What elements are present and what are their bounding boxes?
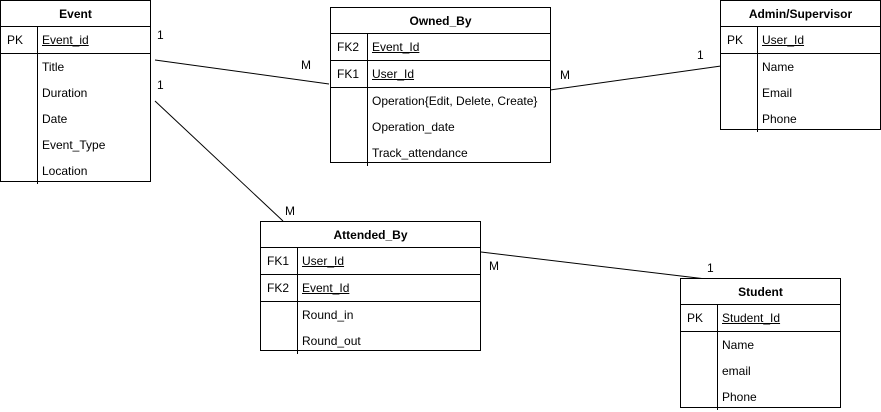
cardinality-label: 1 bbox=[157, 78, 164, 92]
key-field: User_Id bbox=[302, 254, 345, 268]
attribute-row: Round_in bbox=[302, 308, 354, 322]
cardinality-label: M bbox=[301, 58, 311, 72]
key-field: Student_Id bbox=[722, 311, 781, 325]
key-type: PK bbox=[687, 311, 704, 325]
entity-title: Attended_By bbox=[261, 222, 480, 248]
attribute-row: Title bbox=[42, 60, 65, 74]
entity-admin-supervisor[interactable]: Admin/Supervisor PK User_Id Name Email P… bbox=[720, 0, 881, 132]
key-section: PK User_Id bbox=[721, 27, 880, 54]
key-section: PK Student_Id bbox=[681, 305, 840, 332]
entity-owned-by[interactable]: Owned_By FK2 Event_Id FK1 User_Id Operat… bbox=[330, 7, 551, 166]
key-row: PK Student_Id bbox=[681, 305, 840, 331]
attribute-row: Name bbox=[762, 60, 795, 74]
key-row: PK Event_id bbox=[1, 27, 150, 53]
attribute-row: Phone bbox=[722, 390, 757, 404]
entity-title: Admin/Supervisor bbox=[721, 1, 880, 27]
key-field: Event_id bbox=[42, 33, 89, 47]
key-field: Event_Id bbox=[372, 40, 420, 54]
attribute-row: Name bbox=[722, 338, 755, 352]
link-owned-by-admin bbox=[549, 65, 722, 91]
link-event-attended-by bbox=[154, 100, 284, 222]
attribute-section: Round_in Round_out bbox=[261, 302, 480, 354]
entity-event[interactable]: Event PK Event_id Title Duration Date Ev… bbox=[0, 0, 151, 184]
attribute-row: Email bbox=[762, 86, 793, 100]
attribute-row: Operation{Edit, Delete, Create} bbox=[372, 94, 538, 108]
attribute-section: Title Duration Date Event_Type Location bbox=[1, 54, 150, 184]
attribute-row: Track_attendance bbox=[372, 146, 468, 160]
entity-student[interactable]: Student PK Student_Id Name email Phone bbox=[680, 278, 841, 410]
attribute-row: Operation_date bbox=[372, 120, 455, 134]
attribute-section: Operation{Edit, Delete, Create} Operatio… bbox=[331, 88, 550, 166]
entity-title: Student bbox=[681, 279, 840, 305]
key-row: FK2 Event_Id bbox=[261, 274, 480, 301]
key-type: FK2 bbox=[267, 281, 290, 295]
key-row: FK2 Event_Id bbox=[331, 34, 550, 60]
key-type: FK2 bbox=[337, 40, 360, 54]
attribute-row: Event_Type bbox=[42, 138, 106, 152]
key-row: FK1 User_Id bbox=[331, 60, 550, 87]
attribute-row: Location bbox=[42, 164, 88, 178]
cardinality-label: M bbox=[489, 259, 499, 273]
cardinality-label: 1 bbox=[697, 48, 704, 62]
attribute-section: Name Email Phone bbox=[721, 54, 880, 132]
link-event-owned-by bbox=[154, 59, 330, 85]
entity-title: Owned_By bbox=[331, 8, 550, 34]
attribute-row: Phone bbox=[762, 112, 797, 126]
key-type: PK bbox=[727, 33, 744, 47]
key-type: FK1 bbox=[267, 254, 290, 268]
key-section: PK Event_id bbox=[1, 27, 150, 54]
cardinality-label: 1 bbox=[707, 261, 714, 275]
key-section: FK1 User_Id FK2 Event_Id bbox=[261, 248, 480, 302]
key-field: User_Id bbox=[762, 33, 805, 47]
attribute-section: Name email Phone bbox=[681, 332, 840, 410]
link-attended-by-student bbox=[480, 251, 707, 280]
cardinality-label: 1 bbox=[157, 28, 164, 42]
key-type: FK1 bbox=[337, 67, 360, 81]
attribute-row: Duration bbox=[42, 86, 88, 100]
attribute-row: Round_out bbox=[302, 334, 361, 348]
cardinality-label: M bbox=[285, 204, 295, 218]
key-row: FK1 User_Id bbox=[261, 248, 480, 274]
key-field: Event_Id bbox=[302, 281, 350, 295]
key-row: PK User_Id bbox=[721, 27, 880, 53]
key-type: PK bbox=[7, 33, 24, 47]
key-field: User_Id bbox=[372, 67, 415, 81]
entity-attended-by[interactable]: Attended_By FK1 User_Id FK2 Event_Id Rou… bbox=[260, 221, 481, 354]
cardinality-label: M bbox=[560, 68, 570, 82]
key-section: FK2 Event_Id FK1 User_Id bbox=[331, 34, 550, 88]
entity-title: Event bbox=[1, 1, 150, 27]
attribute-row: Date bbox=[42, 112, 68, 126]
attribute-row: email bbox=[722, 364, 751, 378]
